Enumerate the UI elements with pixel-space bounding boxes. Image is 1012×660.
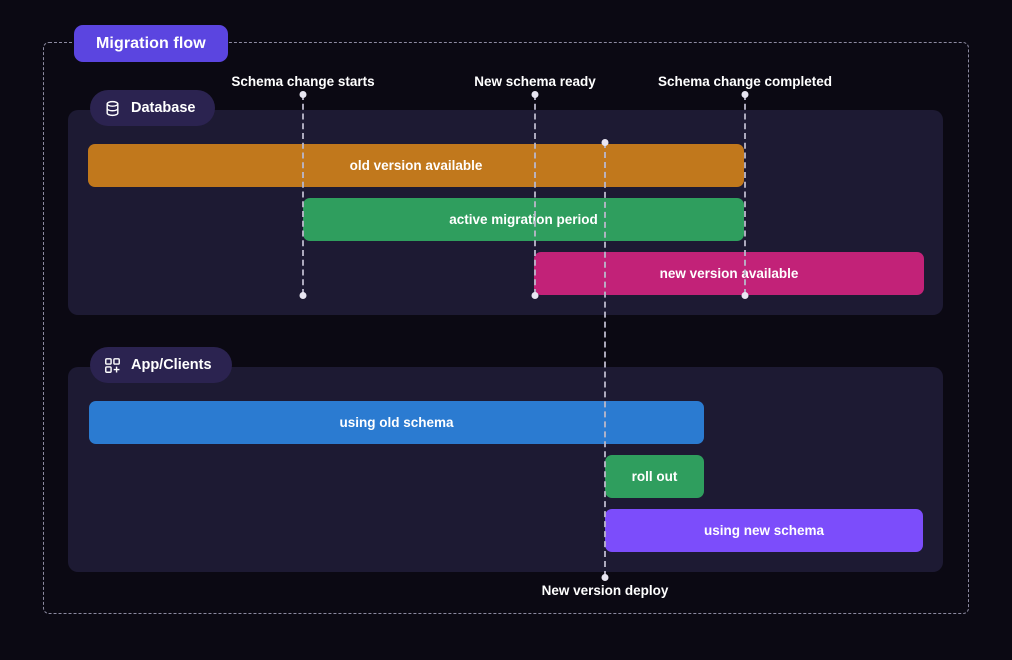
milestone-line-schema-change-completed [744, 94, 746, 295]
timeline-bar-old-version-available[interactable]: old version available [88, 144, 744, 187]
timeline-bar-using-new-schema[interactable]: using new schema [605, 509, 923, 552]
diagram-title-pill: Migration flow [74, 25, 228, 62]
milestone-label-new-schema-ready: New schema ready [474, 74, 596, 89]
timeline-bar-using-old-schema[interactable]: using old schema [89, 401, 704, 444]
diagram-outer-frame [43, 42, 969, 614]
milestone-dot-schema-change-starts-top [299, 91, 307, 98]
lane-label-text: App/Clients [131, 357, 212, 373]
milestone-dot-schema-change-completed-bottom [741, 292, 749, 299]
lane-label-app-clients: App/Clients [90, 347, 232, 383]
milestone-label-schema-change-starts: Schema change starts [231, 74, 375, 89]
milestone-dot-new-version-deploy-bottom [601, 574, 609, 581]
timeline-bar-active-migration-period[interactable]: active migration period [303, 198, 744, 241]
app-grid-plus-icon [104, 357, 121, 374]
timeline-bar-new-version-available[interactable]: new version available [534, 252, 924, 295]
milestone-dot-schema-change-starts-bottom [299, 292, 307, 299]
milestone-line-new-version-deploy [604, 142, 606, 577]
lane-label-database: Database [90, 90, 216, 126]
milestone-line-new-schema-ready [534, 94, 536, 295]
milestone-dot-new-version-deploy-top [601, 139, 609, 146]
timeline-bar-roll-out[interactable]: roll out [605, 455, 704, 498]
milestone-label-new-version-deploy: New version deploy [541, 583, 669, 598]
milestone-line-schema-change-starts [302, 94, 304, 295]
lane-label-text: Database [131, 100, 196, 116]
page-title: Migration flow [96, 34, 206, 52]
database-icon [104, 100, 121, 117]
milestone-label-schema-change-completed: Schema change completed [657, 74, 833, 89]
milestone-dot-schema-change-completed-top [741, 91, 749, 98]
milestone-dot-new-schema-ready-bottom [531, 292, 539, 299]
milestone-dot-new-schema-ready-top [531, 91, 539, 98]
